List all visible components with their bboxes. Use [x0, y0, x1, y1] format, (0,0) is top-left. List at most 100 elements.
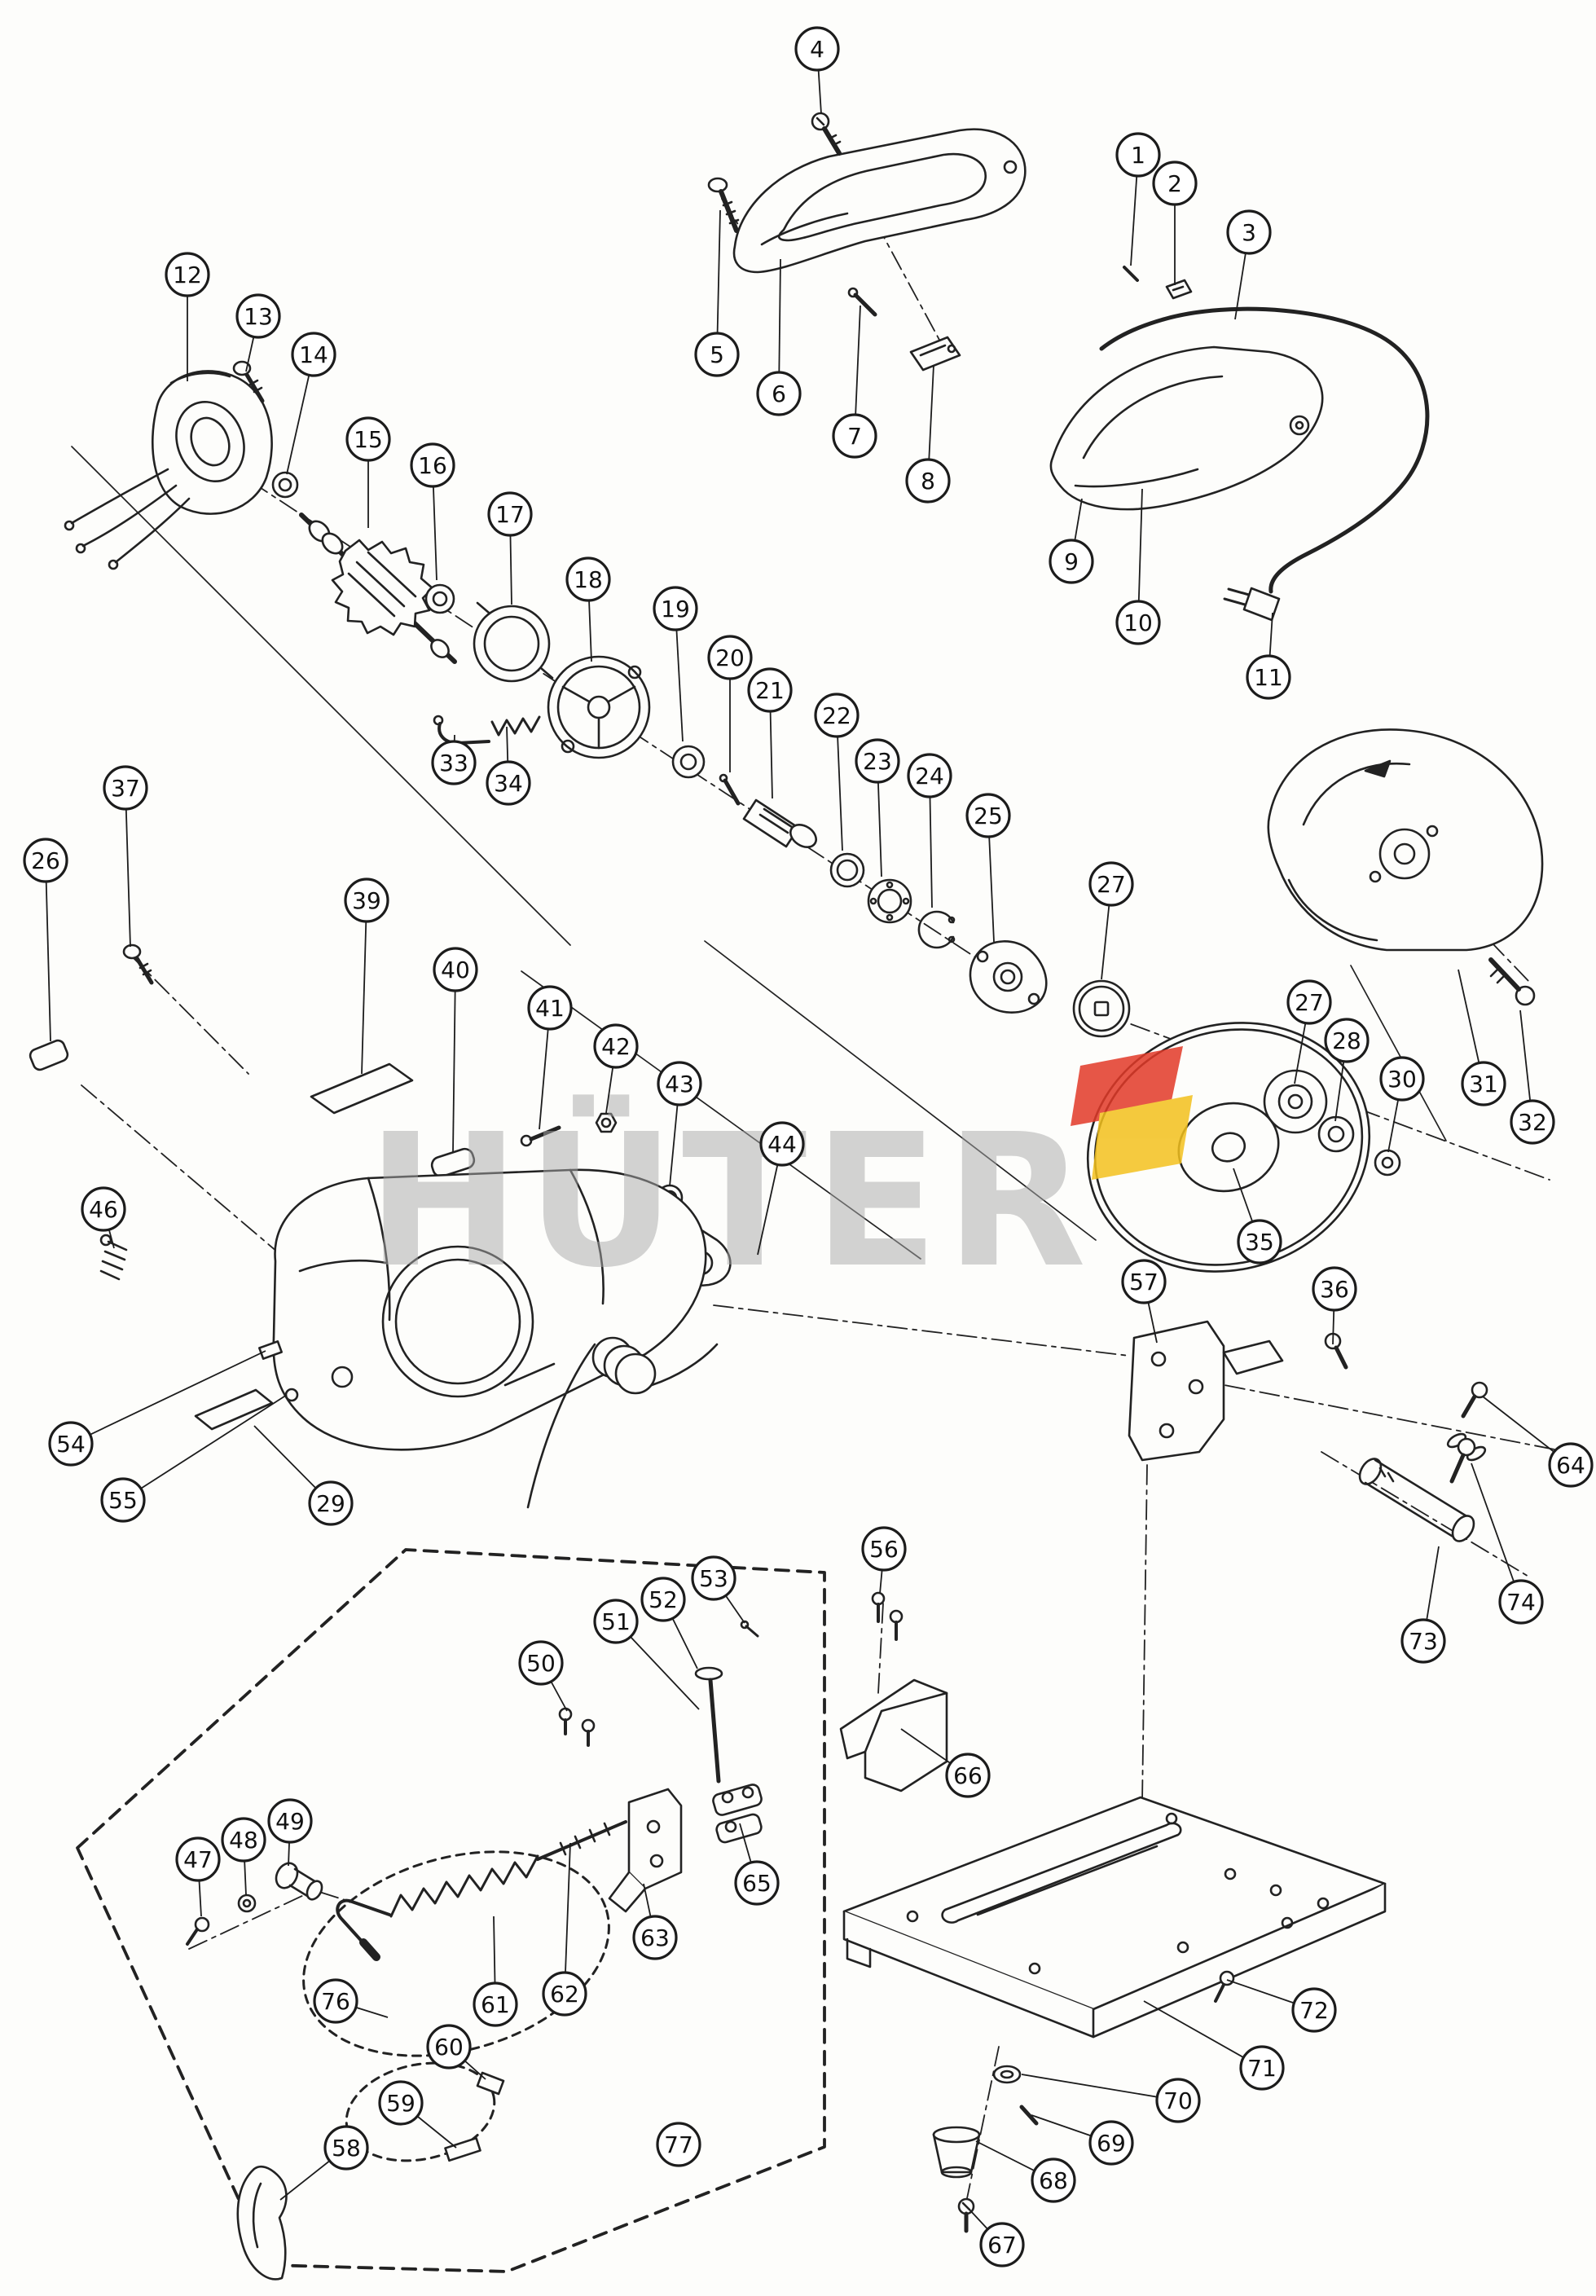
callout-balloon-33: 33 — [431, 740, 477, 785]
callout-balloon-68: 68 — [1031, 2157, 1076, 2203]
callout-balloon-43: 43 — [657, 1061, 702, 1106]
svg-text:32: 32 — [1518, 1109, 1547, 1136]
bearing-flange-25-drawing — [969, 940, 1048, 1014]
pin-26-drawing — [29, 1039, 69, 1071]
svg-text:2: 2 — [1167, 170, 1182, 197]
handle-rod-73-drawing — [1358, 1458, 1475, 1542]
screw-36-drawing — [1324, 1332, 1348, 1370]
callout-balloon-39: 39 — [344, 877, 389, 923]
callout-balloon-49: 49 — [267, 1798, 313, 1844]
ring-22-drawing — [829, 852, 865, 888]
svg-text:23: 23 — [863, 748, 892, 775]
svg-text:36: 36 — [1320, 1276, 1349, 1303]
svg-text:66: 66 — [953, 1762, 983, 1789]
callout-leader-62 — [564, 1842, 571, 1995]
callout-balloon-51: 51 — [593, 1599, 639, 1644]
wing-bolt-74-drawing — [1446, 1432, 1487, 1484]
pinion-shaft-21-drawing — [742, 798, 817, 848]
washer-70-drawing — [992, 2065, 1022, 2084]
svg-text:37: 37 — [111, 775, 140, 802]
inner-flange-27-drawing — [1072, 979, 1131, 1038]
svg-text:40: 40 — [441, 957, 470, 983]
callout-balloon-65: 65 — [734, 1860, 780, 1906]
svg-text:67: 67 — [987, 2232, 1017, 2259]
svg-text:25: 25 — [974, 803, 1003, 829]
pin-20-drawing — [719, 773, 741, 806]
callout-balloon-23: 23 — [855, 738, 900, 784]
svg-text:41: 41 — [535, 995, 565, 1022]
screws-50-drawing — [558, 1707, 596, 1747]
fence-plate-66-drawing — [839, 1678, 948, 1792]
top-handle-drawing — [732, 128, 1027, 274]
svg-text:44: 44 — [767, 1131, 797, 1158]
clamp-screw-51-drawing — [694, 1666, 723, 1784]
pin-69-drawing — [1019, 2105, 1039, 2126]
callout-balloon-21: 21 — [747, 667, 793, 713]
callout-balloon-25: 25 — [965, 793, 1011, 838]
svg-text:7: 7 — [847, 423, 862, 450]
svg-text:52: 52 — [649, 1586, 678, 1613]
callout-balloon-19: 19 — [653, 586, 698, 631]
callout-balloon-9: 9 — [1049, 539, 1094, 584]
screw-67-drawing — [957, 2197, 975, 2233]
svg-text:27: 27 — [1295, 989, 1324, 1016]
callout-balloon-52: 52 — [640, 1577, 686, 1622]
svg-text:42: 42 — [601, 1033, 631, 1060]
vise-boundary-drawing — [76, 1548, 826, 2273]
vise-spring-61-drawing — [389, 1854, 539, 1918]
svg-text:14: 14 — [299, 341, 328, 368]
svg-text:62: 62 — [550, 1981, 579, 2008]
bearing-23-drawing — [867, 878, 912, 924]
callout-balloon-27: 27 — [1088, 861, 1134, 907]
svg-text:49: 49 — [275, 1808, 305, 1835]
hook-wrench-58-drawing — [236, 2165, 288, 2281]
vise-rod-62-drawing — [536, 1820, 627, 1861]
callout-leader-71 — [1143, 2000, 1263, 2069]
brand-logo-icon — [1071, 1046, 1193, 1180]
callout-balloon-72: 72 — [1291, 1987, 1337, 2033]
svg-text:31: 31 — [1469, 1071, 1498, 1097]
rotation-arrow-icon — [1364, 759, 1392, 778]
svg-text:50: 50 — [526, 1650, 556, 1677]
screw-37-drawing — [122, 943, 154, 985]
callout-balloon-44: 44 — [759, 1121, 805, 1167]
svg-text:27: 27 — [1097, 871, 1126, 898]
callout-leader-70 — [1021, 2074, 1179, 2101]
callout-balloon-36: 36 — [1312, 1266, 1357, 1312]
svg-text:21: 21 — [755, 677, 785, 704]
armature-drawing — [299, 512, 457, 664]
callout-balloon-71: 71 — [1239, 2045, 1285, 2091]
callout-balloon-4: 4 — [794, 26, 840, 72]
svg-text:11: 11 — [1254, 664, 1283, 691]
callout-balloon-6: 6 — [756, 371, 802, 416]
bolt-32-drawing — [1488, 957, 1536, 1006]
callout-balloon-70: 70 — [1155, 2078, 1201, 2123]
svg-text:3: 3 — [1242, 219, 1256, 246]
callout-balloon-31: 31 — [1461, 1061, 1506, 1106]
pivot-bracket-57-drawing — [1128, 1320, 1284, 1462]
callout-balloon-60: 60 — [426, 2024, 472, 2069]
callout-leader-22 — [836, 715, 843, 851]
switch-8-drawing — [909, 336, 961, 372]
base-plate-drawing — [842, 1796, 1387, 2039]
pin-53-drawing — [740, 1620, 759, 1638]
fan-housing-18-drawing — [547, 655, 651, 759]
callout-balloon-69: 69 — [1088, 2120, 1134, 2166]
svg-text:24: 24 — [915, 763, 944, 790]
callout-balloon-55: 55 — [100, 1477, 146, 1523]
svg-text:47: 47 — [183, 1846, 213, 1873]
svg-text:53: 53 — [699, 1565, 728, 1592]
callout-balloon-18: 18 — [565, 556, 611, 602]
callout-balloon-40: 40 — [433, 947, 478, 992]
callout-balloon-3: 3 — [1226, 209, 1272, 255]
svg-text:8: 8 — [921, 468, 935, 495]
callout-balloon-58: 58 — [323, 2125, 369, 2171]
callout-balloon-27: 27 — [1286, 979, 1332, 1025]
callout-balloon-67: 67 — [979, 2222, 1025, 2267]
svg-text:39: 39 — [352, 887, 381, 914]
callout-balloon-13: 13 — [235, 293, 281, 339]
callout-leader-54 — [70, 1350, 266, 1445]
rubber-foot-68-drawing — [932, 2126, 981, 2179]
callout-leader-5 — [716, 209, 721, 355]
